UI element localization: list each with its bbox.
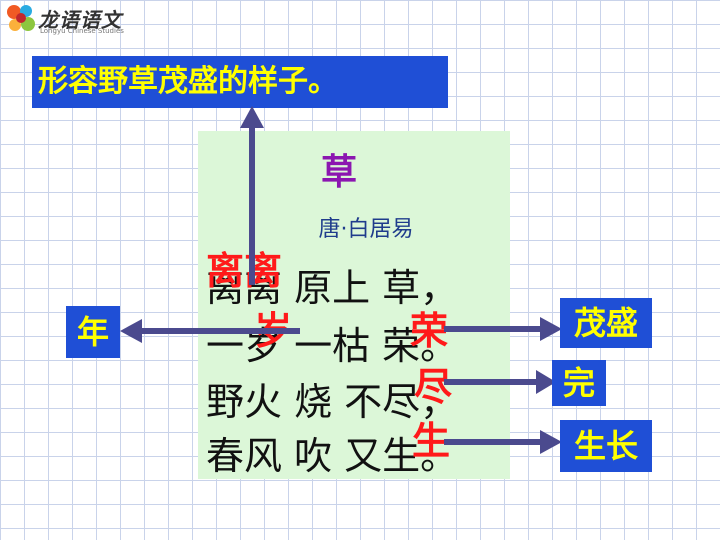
highlight-sui: 岁 [254, 309, 293, 353]
poem-line-4: 春风 吹 又生。 [206, 434, 459, 478]
logo-subtitle: Longyu Chinese Studies [40, 27, 124, 35]
highlight-rong: 荣 [410, 309, 449, 353]
logo-brand: 龙语语文 [38, 8, 122, 32]
poem-author: 唐·白居易 [318, 217, 414, 242]
meaning-box-maosheng: 茂盛 [560, 298, 652, 348]
poem-panel: 草 唐·白居易 离离 原上 草， 一岁 一枯 荣。 野火 烧 不尽， 春风 吹 … [198, 131, 510, 479]
meaning-box-nian: 年 [66, 306, 120, 358]
definition-box: 形容野草茂盛的样子。 [32, 56, 448, 108]
meaning-box-shengzhang: 生长 [560, 420, 652, 472]
poem-line-1: 离离 原上 草， [206, 266, 459, 310]
arrow-right-sheng-head [540, 430, 562, 454]
highlight-sheng: 生 [412, 419, 451, 463]
arrow-left-nian-head [120, 319, 142, 343]
highlight-jin: 尽 [414, 365, 453, 409]
poem-line-2: 一岁 一枯 荣。 [206, 324, 459, 368]
meaning-box-wan: 完 [552, 360, 606, 406]
logo: 龙语语文 Longyu Chinese Studies [4, 2, 154, 38]
poem-line-3: 野火 烧 不尽， [206, 380, 459, 424]
arrow-right-rong-head [540, 317, 562, 341]
logo-icon [7, 5, 35, 31]
poem-title: 草 [320, 152, 357, 193]
arrow-up-definition-head [240, 106, 264, 128]
highlight-lili: 离离 [206, 249, 283, 293]
